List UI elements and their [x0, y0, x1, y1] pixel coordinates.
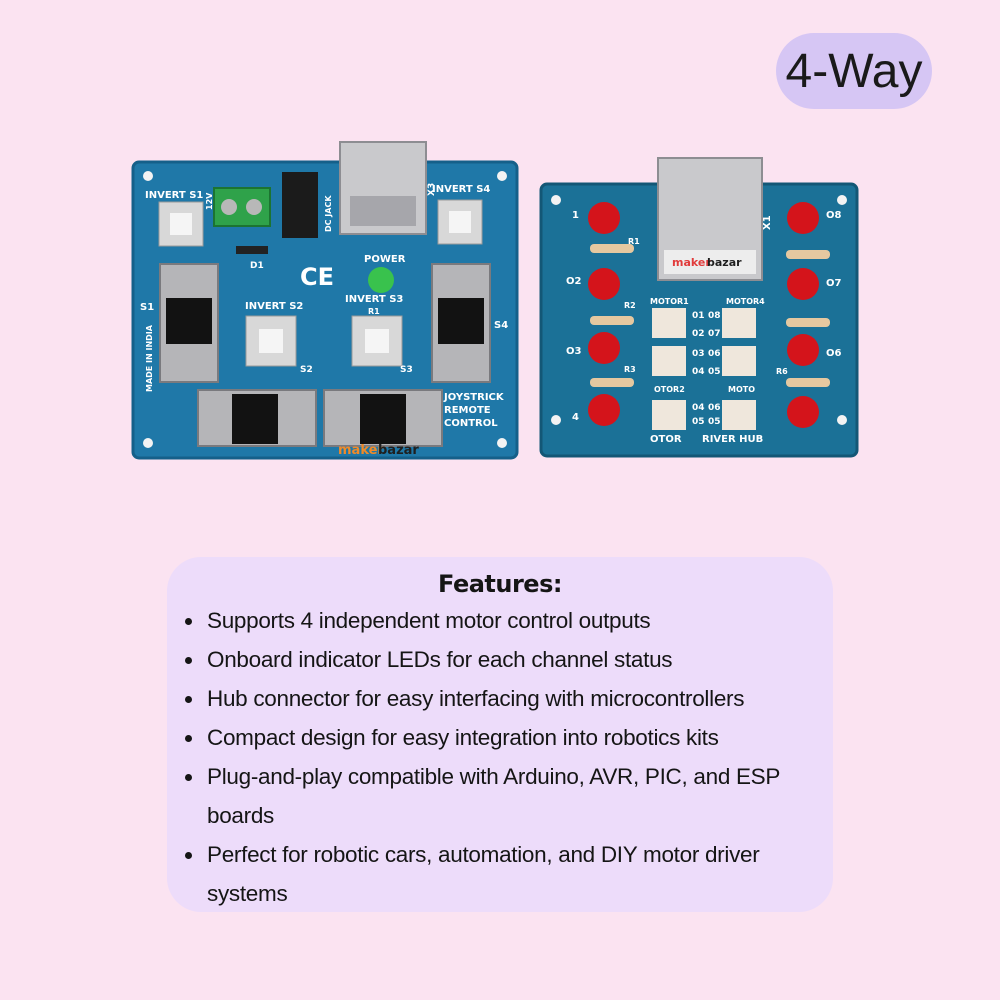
- features-title: Features:: [438, 570, 562, 598]
- svg-text:S3: S3: [400, 365, 413, 375]
- variant-label: 4-Way: [785, 44, 923, 98]
- svg-text:INVERT S1: INVERT S1: [145, 190, 203, 201]
- svg-text:O6: O6: [826, 348, 842, 359]
- svg-text:O3: O3: [566, 346, 582, 357]
- svg-text:O7: O7: [826, 278, 842, 289]
- svg-text:JOYSTRICK: JOYSTRICK: [443, 392, 505, 403]
- svg-text:R2: R2: [624, 301, 636, 310]
- svg-text:S1: S1: [140, 302, 154, 313]
- svg-text:bazar: bazar: [707, 256, 742, 269]
- svg-text:03: 03: [692, 349, 705, 359]
- svg-text:R1: R1: [368, 307, 380, 316]
- svg-text:INVERT S4: INVERT S4: [432, 184, 490, 195]
- svg-text:INVERT S3: INVERT S3: [345, 294, 403, 305]
- svg-text:INVERT S2: INVERT S2: [245, 301, 303, 312]
- svg-text:MOTOR1: MOTOR1: [650, 297, 689, 306]
- svg-text:O2: O2: [566, 276, 582, 287]
- feature-item: Hub connector for easy interfacing with …: [179, 679, 821, 718]
- svg-text:07: 07: [708, 329, 721, 339]
- svg-text:CE: CE: [300, 263, 334, 291]
- svg-text:01: 01: [692, 311, 705, 321]
- svg-text:4: 4: [572, 412, 579, 423]
- svg-text:02: 02: [692, 329, 705, 339]
- svg-text:MOTO: MOTO: [728, 385, 755, 394]
- svg-text:S2: S2: [300, 365, 313, 375]
- svg-text:D1: D1: [250, 261, 264, 271]
- svg-text:MADE IN INDIA: MADE IN INDIA: [145, 324, 154, 392]
- features-list: Supports 4 independent motor control out…: [179, 601, 821, 913]
- svg-text:OTOR2: OTOR2: [654, 385, 685, 394]
- feature-item: Plug-and-play compatible with Arduino, A…: [179, 757, 821, 835]
- svg-text:REMOTE: REMOTE: [444, 405, 491, 416]
- joystick-remote-board: INVERT S1 INVERT S4 INVERT S2 INVERT S3 …: [131, 141, 519, 460]
- svg-text:06: 06: [708, 349, 721, 359]
- svg-text:05: 05: [692, 417, 705, 427]
- svg-text:RIVER HUB: RIVER HUB: [702, 434, 763, 445]
- motor-driver-hub-board: maker bazar 1 O2 O3 4 O8 O7 O6 X1 R1 R2 …: [539, 157, 859, 458]
- svg-text:05: 05: [708, 417, 721, 427]
- svg-text:OTOR: OTOR: [650, 434, 682, 445]
- svg-text:08: 08: [708, 311, 721, 321]
- svg-text:S4: S4: [494, 320, 508, 331]
- svg-text:CONTROL: CONTROL: [444, 418, 498, 429]
- svg-text:R3: R3: [624, 365, 636, 374]
- svg-text:O8: O8: [826, 210, 842, 221]
- feature-item: Perfect for robotic cars, automation, an…: [179, 835, 821, 913]
- svg-text:X3: X3: [427, 183, 437, 196]
- svg-text:maker: maker: [338, 443, 384, 458]
- svg-text:06: 06: [708, 403, 721, 413]
- svg-text:04: 04: [692, 367, 705, 377]
- svg-text:maker: maker: [672, 256, 711, 269]
- svg-text:1: 1: [572, 210, 579, 221]
- svg-text:POWER: POWER: [364, 254, 406, 265]
- svg-text:bazar: bazar: [378, 443, 419, 458]
- feature-item: Compact design for easy integration into…: [179, 718, 821, 757]
- svg-text:MOTOR4: MOTOR4: [726, 297, 765, 306]
- product-photo: INVERT S1 INVERT S4 INVERT S2 INVERT S3 …: [131, 141, 859, 460]
- svg-text:12V: 12V: [205, 192, 214, 210]
- svg-text:DC JACK: DC JACK: [324, 195, 333, 232]
- feature-item: Supports 4 independent motor control out…: [179, 601, 821, 640]
- variant-badge: 4-Way: [776, 33, 932, 109]
- features-panel: Features: Supports 4 independent motor c…: [167, 557, 833, 912]
- svg-text:R6: R6: [776, 367, 788, 376]
- svg-text:X1: X1: [762, 215, 773, 230]
- svg-text:R1: R1: [628, 237, 640, 246]
- svg-text:04: 04: [692, 403, 705, 413]
- svg-text:05: 05: [708, 367, 721, 377]
- feature-item: Onboard indicator LEDs for each channel …: [179, 640, 821, 679]
